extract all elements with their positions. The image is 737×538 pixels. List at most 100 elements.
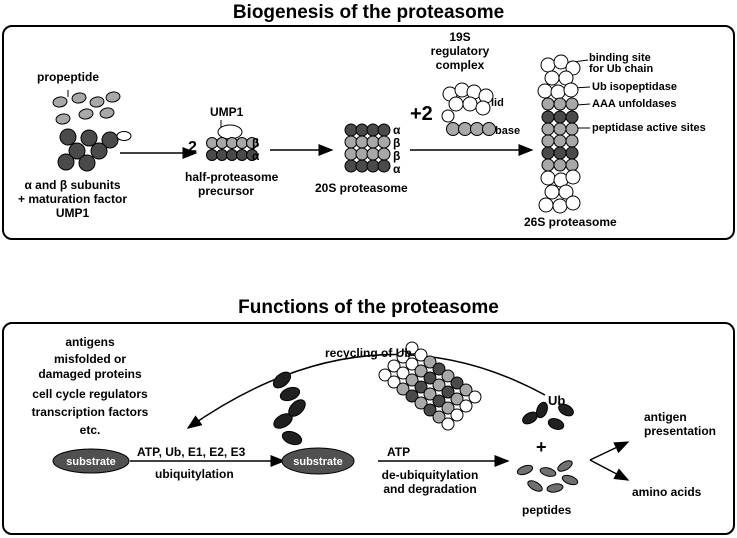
- 20s-alpha-ring: [377, 123, 391, 137]
- alpha-subunit: [101, 131, 119, 149]
- etc-label: etc.: [79, 423, 101, 437]
- 26s-bottom-lid: [540, 170, 556, 186]
- beta-subunit: [52, 96, 68, 108]
- misfolded-label-2: damaged proteins: [38, 367, 142, 381]
- 20s-beta-ring: [344, 135, 358, 149]
- half-proteasome-label-2: precursor: [197, 184, 255, 198]
- diag-26s-subunit: [396, 366, 410, 380]
- 26s-beta: [553, 134, 567, 148]
- diag-26s-subunit: [459, 399, 473, 413]
- recycling-label: recycling of Ub: [325, 346, 412, 360]
- 20s-proteasome-label: 20S proteasome: [315, 181, 408, 195]
- 20s-alpha-ring: [344, 123, 358, 137]
- cell-cycle-label: cell cycle regulators: [32, 387, 148, 401]
- 19s-label-3: complex: [435, 58, 485, 72]
- 20s-beta-ring: [377, 135, 391, 149]
- biogenesis-title: Biogenesis of the proteasome: [232, 2, 505, 23]
- alpha-subunit: [59, 128, 77, 146]
- 26s-beta: [541, 122, 555, 136]
- 20s-beta-ring: [355, 147, 369, 161]
- aaa-unfoldases-label: AAA unfoldases: [592, 98, 677, 110]
- 20s-beta-ring: [366, 147, 380, 161]
- biogenesis-panel: [2, 25, 735, 240]
- half-beta-ring: [206, 137, 218, 149]
- beta-subunit: [71, 92, 87, 104]
- diag-26s-subunit: [423, 355, 437, 369]
- 20s-alpha-ring: [366, 123, 380, 137]
- half-beta-ring: [246, 137, 258, 149]
- 20s-beta-ring: [366, 135, 380, 149]
- substrate-label-right: substrate: [293, 456, 343, 468]
- 20s-alpha-bottom: α: [393, 162, 401, 176]
- substrate-oval-right: [281, 447, 355, 475]
- 26s-top-lid: [550, 84, 566, 100]
- 20s-alpha-ring: [344, 159, 358, 173]
- diag-26s-subunit: [450, 376, 464, 390]
- diag-26s-subunit: [405, 389, 419, 403]
- substrate-oval-left: [52, 448, 130, 474]
- half-alpha-ring: [226, 149, 238, 161]
- 26s-alpha: [553, 146, 567, 160]
- alpha-subunit: [68, 142, 86, 160]
- diag-26s-subunit: [405, 373, 419, 387]
- transcription-label: transcription factors: [31, 405, 149, 419]
- subunits-label-2: + maturation factor: [17, 192, 128, 206]
- beta-subunit: [55, 113, 71, 125]
- 26s-bottom-lid: [544, 184, 560, 200]
- diag-26s-subunit: [405, 341, 419, 355]
- binding-site-label-2: for Ub chain: [589, 63, 654, 75]
- peptide-fragment: [539, 467, 557, 477]
- 26s-proteasome-label: 26S proteasome: [524, 215, 617, 229]
- amino-arrow: [589, 459, 630, 481]
- proteasome-shapes: [52, 54, 581, 493]
- atp-label: ATP: [387, 445, 411, 459]
- released-ubiquitin: [558, 403, 574, 417]
- 20s-alpha-top: α: [393, 123, 401, 137]
- diag-26s-subunit: [387, 375, 401, 389]
- 26s-top-lid: [544, 70, 560, 86]
- 26s-alpha: [553, 110, 567, 124]
- 26s-top-lid: [563, 82, 579, 98]
- diag-26s-subunit: [432, 362, 446, 376]
- ub-label: Ub: [548, 393, 566, 408]
- diag-26s-subunit: [441, 417, 455, 431]
- ump1-cap: [217, 124, 243, 140]
- peptide-fragment: [557, 460, 573, 472]
- 19s-base-subunit: [482, 122, 496, 136]
- 26s-top-base: [553, 97, 567, 111]
- alpha-subunit: [78, 154, 96, 172]
- diag-26s-subunit: [423, 371, 437, 385]
- 19s-base-subunit: [446, 122, 460, 136]
- subunits-label-3: UMP1: [55, 206, 90, 220]
- substrate-label-left: substrate: [66, 456, 116, 468]
- 20s-alpha-ring: [377, 159, 391, 173]
- 20s-alpha-ring: [355, 159, 369, 173]
- beta-subunit: [78, 108, 94, 120]
- released-ubiquitin: [547, 418, 565, 430]
- ump1-subunit: [116, 131, 132, 141]
- 26s-top-base: [541, 97, 555, 111]
- deubiquitylation-label-1: de-ubiquitylation: [381, 468, 479, 482]
- diag-26s-subunit: [396, 382, 410, 396]
- 19s-lid-subunit: [475, 100, 491, 116]
- 19s-base-subunit: [458, 122, 472, 136]
- antigen-arrow: [589, 441, 630, 461]
- 26s-beta: [565, 122, 579, 136]
- 19s-base-subunit: [470, 122, 484, 136]
- 26s-top-lid: [553, 54, 569, 70]
- alpha-subunit: [90, 142, 108, 160]
- 20s-alpha-ring: [366, 159, 380, 173]
- antigens-label: antigens: [65, 335, 115, 349]
- half-coefficient: 2: [188, 139, 197, 156]
- diag-26s-subunit: [450, 392, 464, 406]
- peptides-label: peptides: [522, 503, 572, 517]
- 26s-bottom-lid: [538, 197, 554, 213]
- 26s-top-lid: [537, 83, 553, 99]
- 26s-beta: [565, 134, 579, 148]
- 20s-beta-1: β: [393, 136, 401, 150]
- half-beta-label: β: [252, 136, 260, 150]
- misfolded-label-1: misfolded or: [53, 352, 126, 366]
- 26s-beta: [541, 134, 555, 148]
- diag-26s-subunit: [441, 385, 455, 399]
- lid-label: lid: [491, 97, 504, 109]
